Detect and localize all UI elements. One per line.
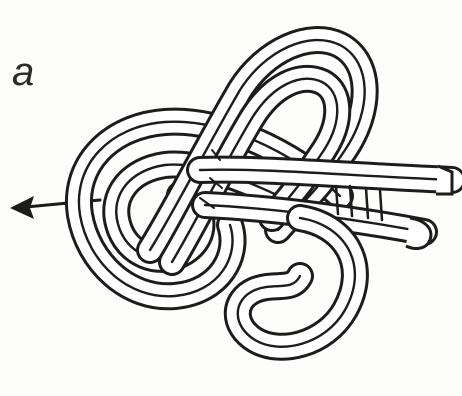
rope-lower-bight [238, 218, 355, 347]
rope-standing-part-upper [200, 170, 452, 180]
